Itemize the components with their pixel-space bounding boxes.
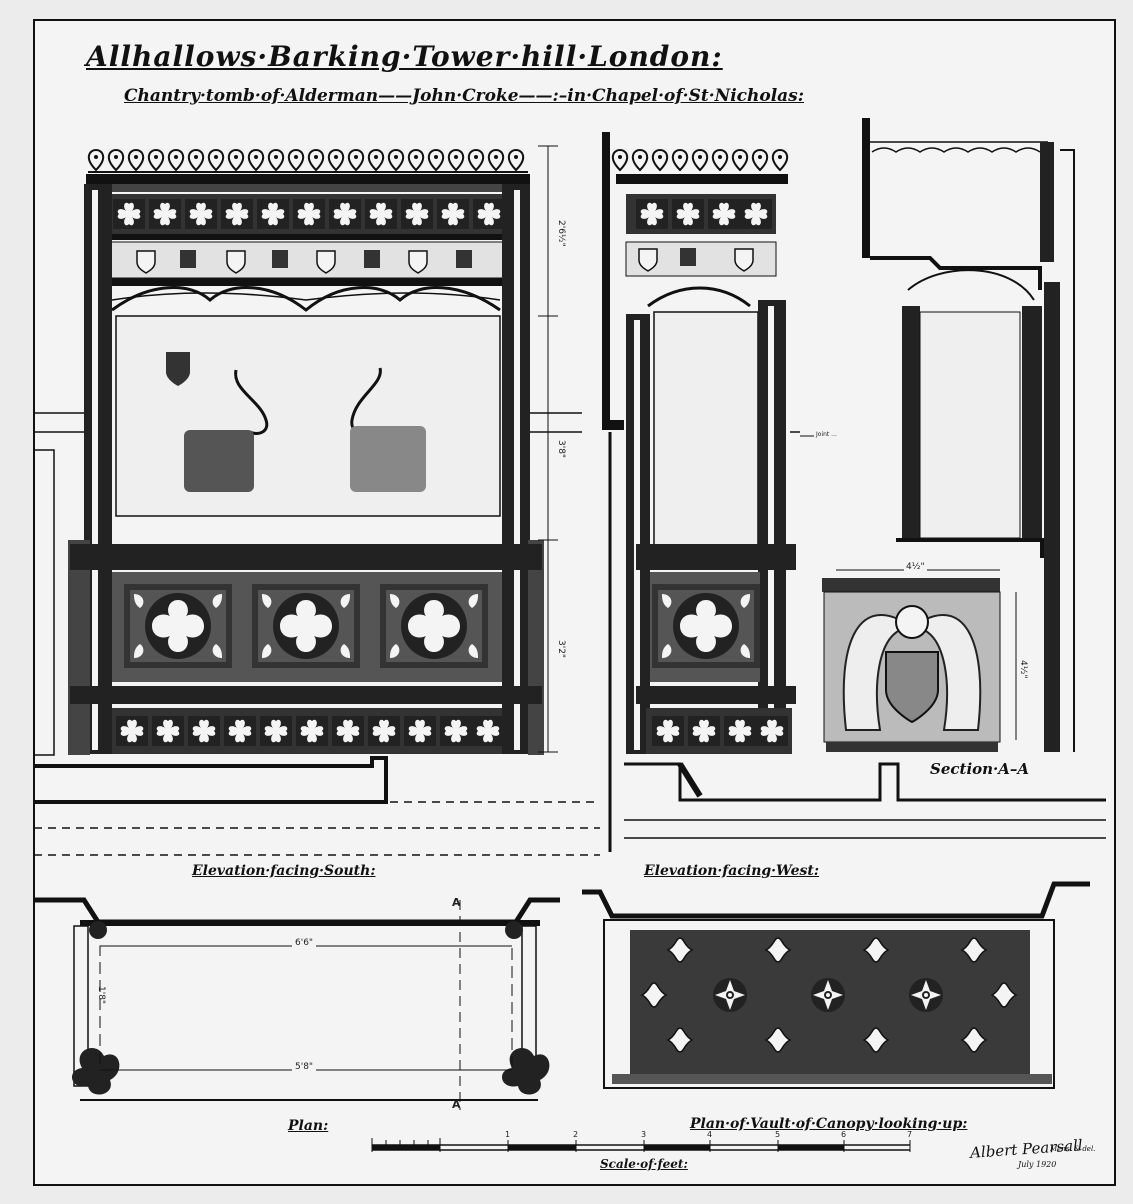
scale-bar bbox=[371, 1138, 911, 1152]
vault-plan-label: Plan·of·Vault·of·Canopy·looking·up: bbox=[690, 1116, 968, 1132]
scale-tick-6: 6 bbox=[841, 1130, 847, 1139]
section-label: Section·A–A bbox=[930, 760, 1030, 778]
scale-tick-5: 5 bbox=[775, 1130, 781, 1139]
scale-tick-2: 2 bbox=[573, 1130, 579, 1139]
south-elevation bbox=[33, 145, 600, 856]
drawing-subtitle: Chantry·tomb·of·Alderman——John·Croke——:–… bbox=[124, 86, 805, 106]
section-mark-bottom: A bbox=[452, 1098, 461, 1111]
vault-plan bbox=[582, 881, 1090, 1089]
dim-plan-inner-length: 5'8" bbox=[292, 1062, 317, 1072]
scale-tick-1: 1 bbox=[505, 1130, 511, 1139]
signature-role: Mens. & del. bbox=[1050, 1145, 1096, 1153]
signature-date: July 1920 bbox=[1018, 1160, 1057, 1169]
dim-plan-outer-length: 6'6" bbox=[292, 938, 317, 948]
figure-fragment bbox=[184, 430, 254, 492]
west-elevation-label: Elevation·facing·West: bbox=[644, 863, 820, 879]
dim-angel-width: 4½" bbox=[904, 562, 927, 572]
dim-angel-height: 4½" bbox=[1018, 660, 1028, 679]
heraldic-shield bbox=[166, 352, 190, 386]
scale-tick-4: 4 bbox=[707, 1130, 713, 1139]
scale-tick-7: 7 bbox=[907, 1130, 913, 1139]
joint-note: Joint ... bbox=[816, 431, 837, 438]
section-aa bbox=[822, 118, 1075, 752]
dim-base-height: 3'2" bbox=[556, 640, 566, 659]
plan-label: Plan: bbox=[288, 1118, 329, 1134]
dim-plan-width: 1'8" bbox=[96, 986, 106, 1005]
figure-fragment bbox=[350, 426, 426, 492]
angel-corbel bbox=[822, 578, 1001, 752]
scale-tick-3: 3 bbox=[641, 1130, 647, 1139]
section-mark-top: A bbox=[452, 896, 461, 909]
dim-canopy-height: 2'6½" bbox=[556, 220, 566, 247]
south-elevation-label: Elevation·facing·South: bbox=[192, 863, 376, 879]
dim-opening-height: 3'8" bbox=[556, 440, 566, 459]
west-elevation bbox=[602, 132, 1106, 852]
scale-label: Scale·of·feet: bbox=[600, 1157, 688, 1171]
cresting bbox=[87, 149, 528, 173]
drawing-title: Allhallows·Barking·Tower·hill·London: bbox=[86, 40, 723, 73]
